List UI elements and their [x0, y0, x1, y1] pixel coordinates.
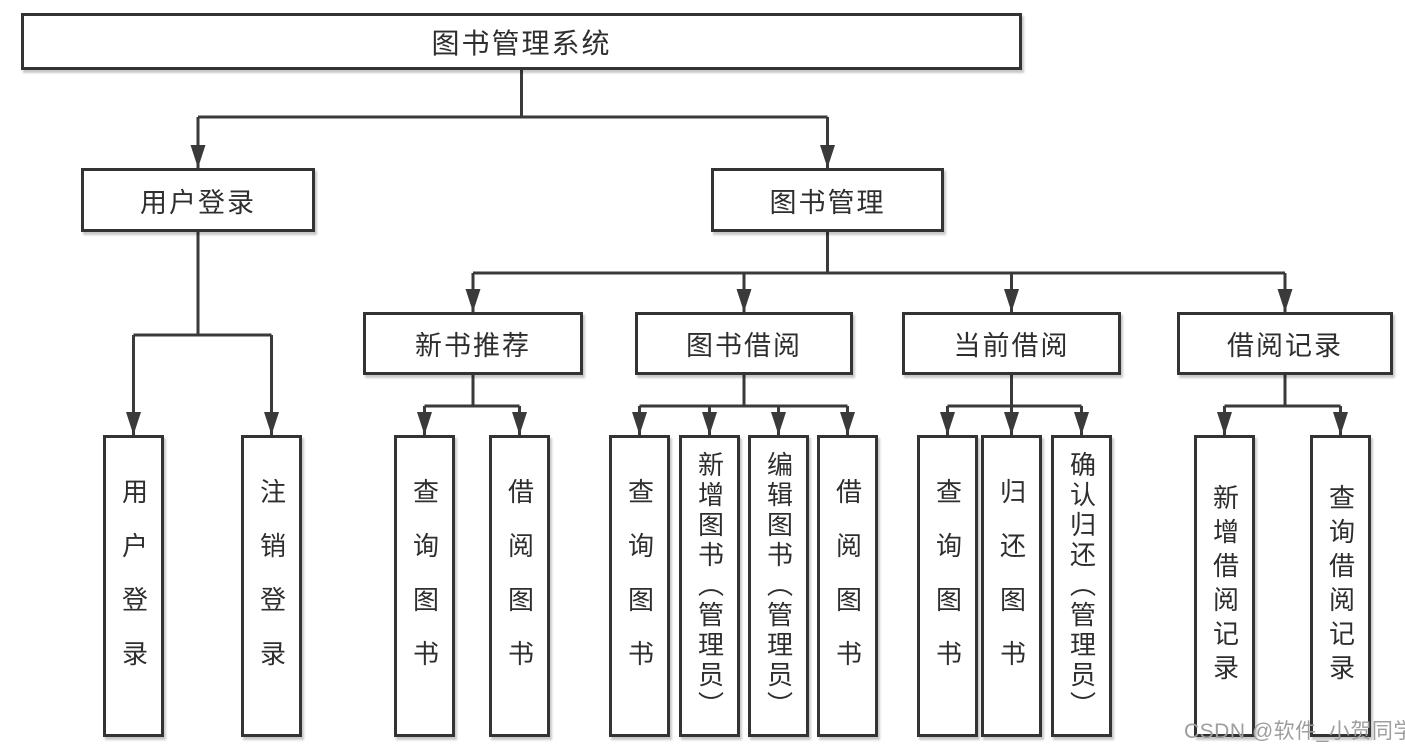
leaf-edit-book-admin: 编辑图书（管理员）	[748, 435, 809, 737]
csdn-watermark: CSDN @软件_小贺同学	[1184, 720, 1405, 743]
node-current-borrowing: 当前借阅	[902, 312, 1121, 375]
leaf-borrow-books-recommend: 借阅图书	[489, 435, 550, 737]
node-label: 归还图书	[996, 478, 1027, 694]
leaf-add-borrow-record: 新增借阅记录	[1194, 435, 1255, 737]
node-label: 查询图书	[932, 478, 963, 694]
leaf-confirm-return-admin: 确认归还（管理员）	[1051, 435, 1112, 737]
leaf-query-books-recommend: 查询图书	[394, 435, 455, 737]
node-label: 查询借阅记录	[1325, 484, 1356, 688]
node-book-borrowing: 图书借阅	[635, 312, 853, 375]
leaf-query-borrow-record: 查询借阅记录	[1310, 435, 1371, 737]
leaf-add-book-admin: 新增图书（管理员）	[679, 435, 740, 737]
connector-book-borrow-children	[632, 375, 855, 435]
node-new-book-recommendation: 新书推荐	[363, 312, 583, 375]
node-label: 用户登录	[118, 478, 149, 694]
node-label: 新增图书（管理员）	[694, 451, 725, 721]
node-label: 新增借阅记录	[1209, 484, 1240, 688]
connector-user-login-children	[126, 232, 279, 435]
node-label: 当前借阅	[953, 331, 1070, 361]
connector-book-mgmt-children	[465, 232, 1293, 312]
leaf-return-book: 归还图书	[981, 435, 1042, 737]
node-label: 图书管理	[769, 187, 886, 218]
connector-current-borrow-children	[940, 375, 1089, 435]
node-user-login: 用户登录	[81, 168, 315, 232]
node-label: 确认归还（管理员）	[1066, 451, 1097, 721]
node-label: 用户登录	[140, 187, 256, 218]
node-label: 编辑图书（管理员）	[763, 451, 794, 721]
node-label: 查询图书	[624, 478, 655, 694]
node-label: 图书管理系统	[431, 27, 612, 59]
node-label: 借阅记录	[1227, 331, 1343, 361]
leaf-user-login: 用户登录	[103, 435, 164, 737]
connector-new-book-rec-children	[417, 375, 527, 435]
leaf-query-books-borrowing: 查询图书	[609, 435, 670, 737]
leaf-borrow-books-borrowing: 借阅图书	[817, 435, 878, 737]
node-label: 借阅图书	[504, 478, 535, 694]
node-label: 图书借阅	[686, 331, 802, 361]
node-label: 注销登录	[256, 478, 287, 694]
connector-root-to-level2	[190, 70, 835, 168]
node-book-management: 图书管理	[711, 168, 944, 232]
connector-borrow-record-children	[1217, 375, 1348, 435]
node-label: 借阅图书	[832, 478, 863, 694]
leaf-query-books-current: 查询图书	[917, 435, 978, 737]
node-root-library-system: 图书管理系统	[21, 13, 1022, 70]
node-borrowing-records: 借阅记录	[1177, 312, 1393, 375]
node-label: 新书推荐	[415, 331, 531, 361]
node-label: 查询图书	[409, 478, 440, 694]
leaf-logout: 注销登录	[241, 435, 302, 737]
